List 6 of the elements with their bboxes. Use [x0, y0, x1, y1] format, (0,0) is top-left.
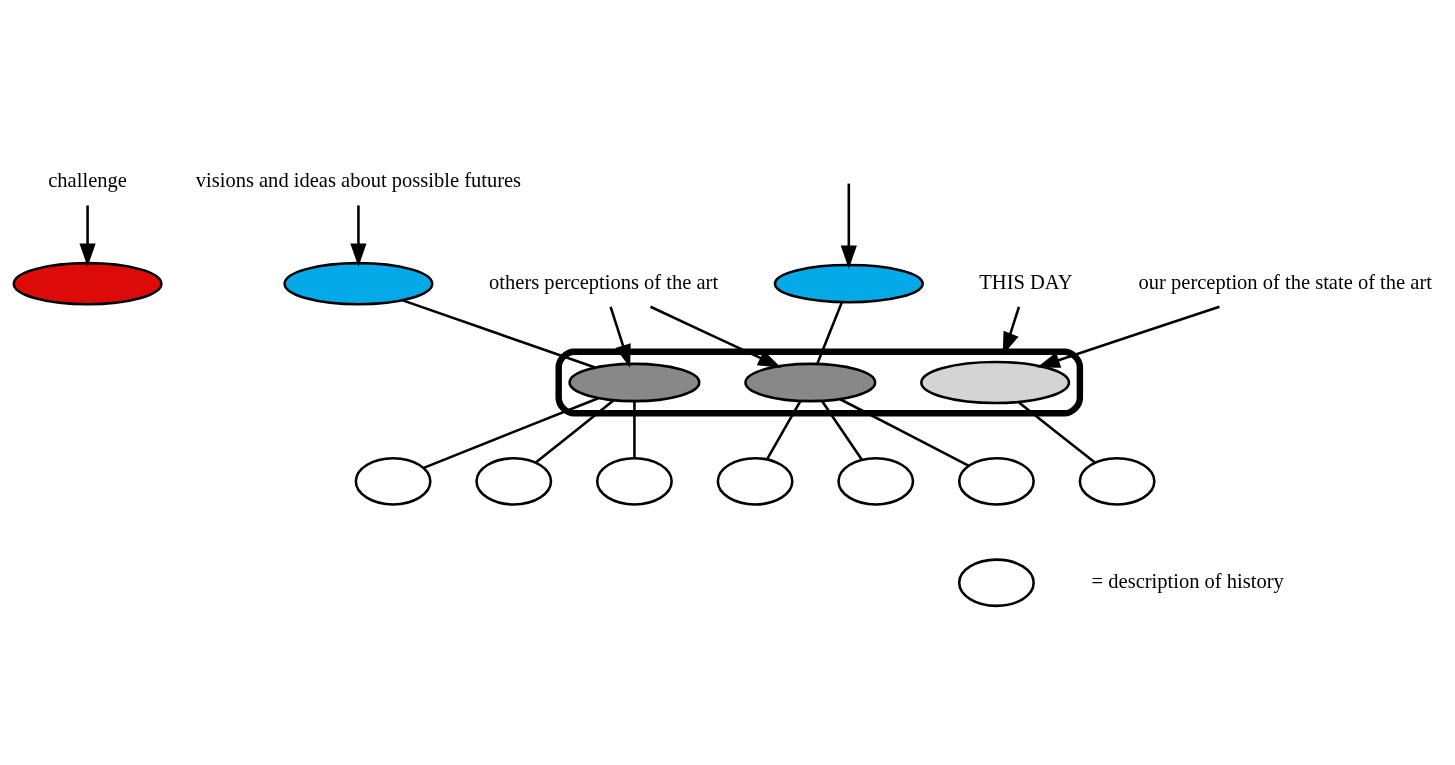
node-text: others perceptions of the art: [489, 270, 719, 293]
node-text: visions and ideas about possible futures: [195, 169, 522, 192]
legend-label: = description of history: [1091, 569, 1284, 592]
node-text: THIS DAY: [979, 270, 1073, 293]
node-text: our perception of the state of the art: [1138, 270, 1432, 293]
node-text: challenge: [48, 169, 127, 192]
